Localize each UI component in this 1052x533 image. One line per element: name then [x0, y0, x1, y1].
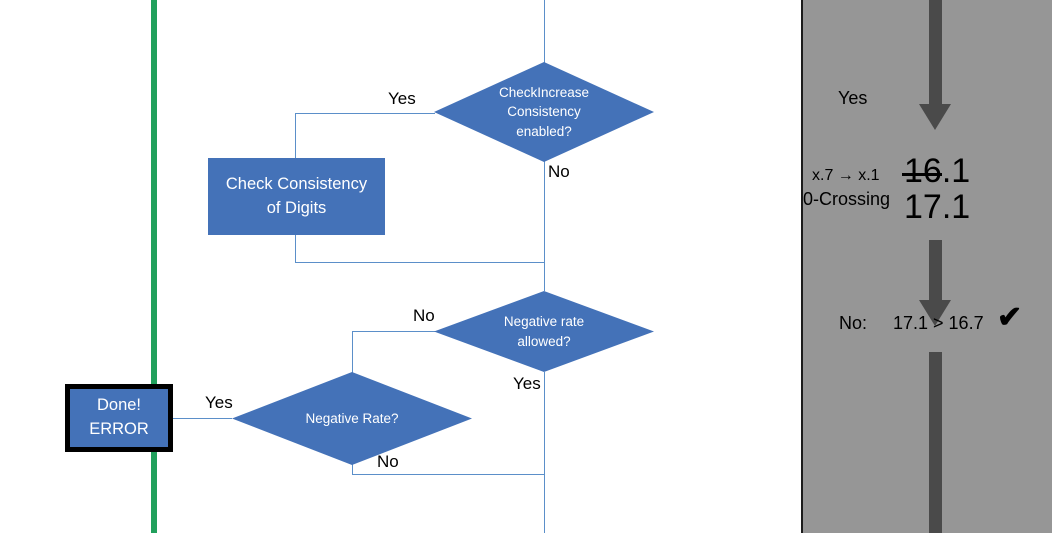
down-arrow-top-shaft [929, 0, 942, 107]
decision-negative-rate[interactable]: Negative Rate? [232, 372, 472, 465]
connector-trunk-top [544, 0, 545, 82]
connector-negative-rate-no-h [352, 474, 545, 475]
edge-label-negative-rate-yes: Yes [205, 393, 233, 412]
decision-check-increase-consistency[interactable]: CheckIncrease Consistency enabled? [434, 62, 654, 162]
down-arrow-top-head [919, 104, 951, 130]
panel-old-value-suffix: .1 [941, 152, 971, 190]
diamond-shape [434, 62, 654, 162]
panel-old-value: 16.1 [904, 152, 970, 191]
green-guide-line [151, 0, 157, 533]
panel-no-label: No: [839, 313, 868, 333]
diamond-shape [232, 372, 472, 465]
diamond-shape [434, 291, 654, 372]
terminator-done-error[interactable]: Done! ERROR [65, 384, 173, 452]
panel-mapping-label: x.7 → x.1 [812, 167, 880, 184]
edge-label-negative-allowed-no: No [413, 306, 435, 325]
panel-new-value: 17.1 [904, 188, 971, 226]
connector-checkincrease-no [544, 160, 545, 263]
connector-negative-rate-no-v [352, 464, 353, 475]
connector-checkincrease-yes-h [295, 113, 435, 114]
terminator-label: Done! ERROR [89, 394, 149, 442]
process-label-line-2: of Digits [266, 198, 327, 217]
down-arrow-bottom-shaft [929, 352, 942, 533]
down-arrow-middle-head [919, 300, 951, 326]
decision-negative-rate-allowed[interactable]: Negative rate allowed? [434, 291, 654, 372]
panel-comparison-text: 17.1 > 16.7 [893, 313, 984, 333]
annotation-panel: Yes x.7 → x.1 0-Crossing 16.1 17.1 No: 1… [801, 0, 1052, 533]
connector-negative-allowed-no-v [352, 331, 353, 373]
connector-negative-allowed-yes [544, 372, 545, 533]
terminator-label-line-1: Done! [96, 396, 142, 415]
connector-consistency-return-h [295, 262, 545, 263]
process-label-line-1: Check Consistency [225, 175, 368, 194]
edge-label-negative-rate-no: No [377, 452, 399, 471]
terminator-label-line-2: ERROR [89, 420, 149, 438]
edge-label-negative-allowed-yes: Yes [513, 374, 541, 393]
connector-negative-rate-yes [170, 418, 232, 419]
panel-zero-crossing-label: 0-Crossing [803, 189, 891, 209]
panel-yes-label: Yes [838, 88, 868, 108]
edge-label-checkincrease-yes: Yes [388, 89, 416, 108]
connector-negative-allowed-no-h [352, 331, 436, 332]
down-arrow-middle-shaft [929, 240, 942, 305]
process-label: Check Consistency of Digits [226, 173, 367, 219]
edge-label-checkincrease-no: No [548, 162, 570, 181]
connector-to-negative-allowed [544, 262, 545, 291]
process-check-consistency-of-digits[interactable]: Check Consistency of Digits [208, 158, 385, 235]
checkmark-icon: ✔ [997, 301, 1023, 334]
panel-old-value-struck: 16 [904, 152, 942, 190]
